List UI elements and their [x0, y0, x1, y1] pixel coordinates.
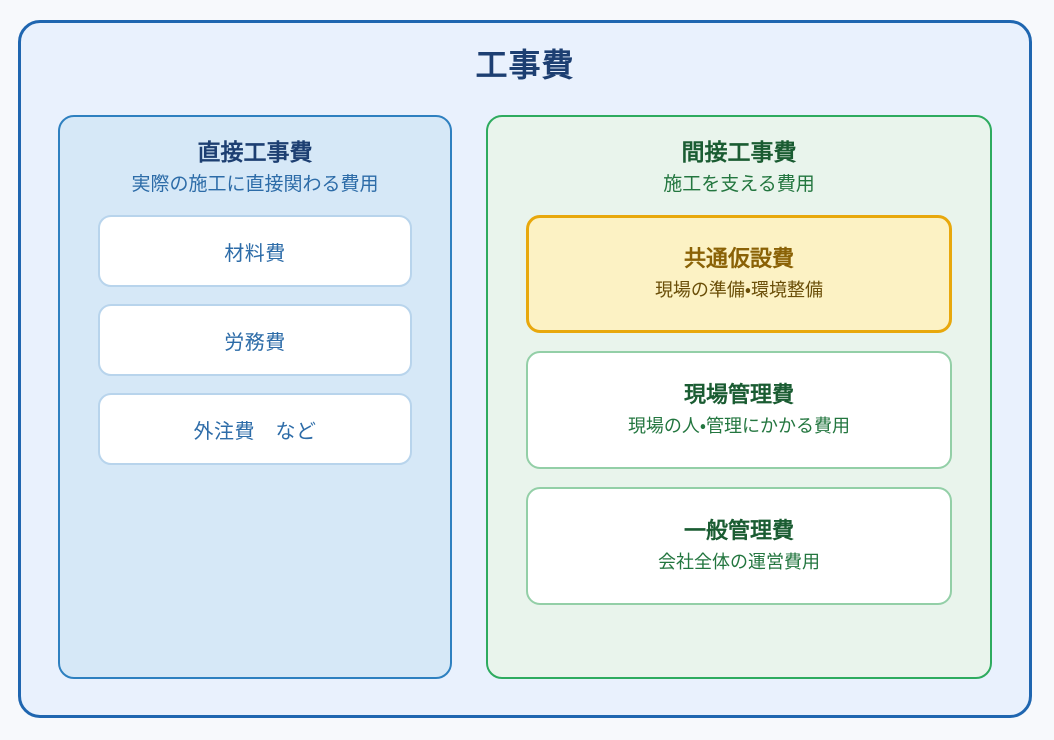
card-description: 現場の準備・環境整備	[654, 280, 824, 302]
card-title: 現場管理費	[683, 382, 794, 408]
panel-indirect-cost: 間接工事費 施工を支える費用 共通仮設費 現場の準備・環境整備 現場管理費 現場…	[486, 115, 992, 679]
card-title: 外注費 など	[193, 418, 317, 443]
panel-direct-heading: 直接工事費	[197, 140, 313, 166]
card-labor-cost[interactable]: 労務費	[98, 304, 412, 377]
cost-breakdown-diagram: 工事費 直接工事費 実際の施工に直接関わる費用 材料費 労務費 外注費 など 間…	[18, 20, 1032, 718]
card-title: 共通仮設費	[683, 246, 794, 272]
card-site-management-cost[interactable]: 現場管理費 現場の人・管理にかかる費用	[526, 351, 952, 470]
card-description: 会社全体の運営費用	[658, 552, 820, 574]
card-common-temporary-cost[interactable]: 共通仮設費 現場の準備・環境整備	[526, 215, 952, 334]
card-material-cost[interactable]: 材料費	[98, 215, 412, 288]
direct-cost-card-list: 材料費 労務費 外注費 など	[98, 215, 412, 466]
indirect-cost-card-list: 共通仮設費 現場の準備・環境整備 現場管理費 現場の人・管理にかかる費用 一般管…	[526, 215, 952, 606]
panel-direct-cost: 直接工事費 実際の施工に直接関わる費用 材料費 労務費 外注費 など	[58, 115, 452, 679]
panel-indirect-heading: 間接工事費	[681, 140, 797, 166]
card-title: 労務費	[224, 329, 286, 354]
diagram-title: 工事費	[475, 46, 575, 84]
card-outsourcing-cost[interactable]: 外注費 など	[98, 393, 412, 466]
card-general-administrative-cost[interactable]: 一般管理費 会社全体の運営費用	[526, 487, 952, 606]
card-title: 材料費	[224, 240, 286, 265]
card-description: 現場の人・管理にかかる費用	[627, 416, 851, 438]
panel-indirect-subtitle: 施工を支える費用	[663, 172, 815, 195]
card-title: 一般管理費	[683, 518, 794, 544]
panel-direct-subtitle: 実際の施工に直接関わる費用	[131, 172, 379, 195]
diagram-columns: 直接工事費 実際の施工に直接関わる費用 材料費 労務費 外注費 など 間接工事費…	[21, 115, 1029, 679]
